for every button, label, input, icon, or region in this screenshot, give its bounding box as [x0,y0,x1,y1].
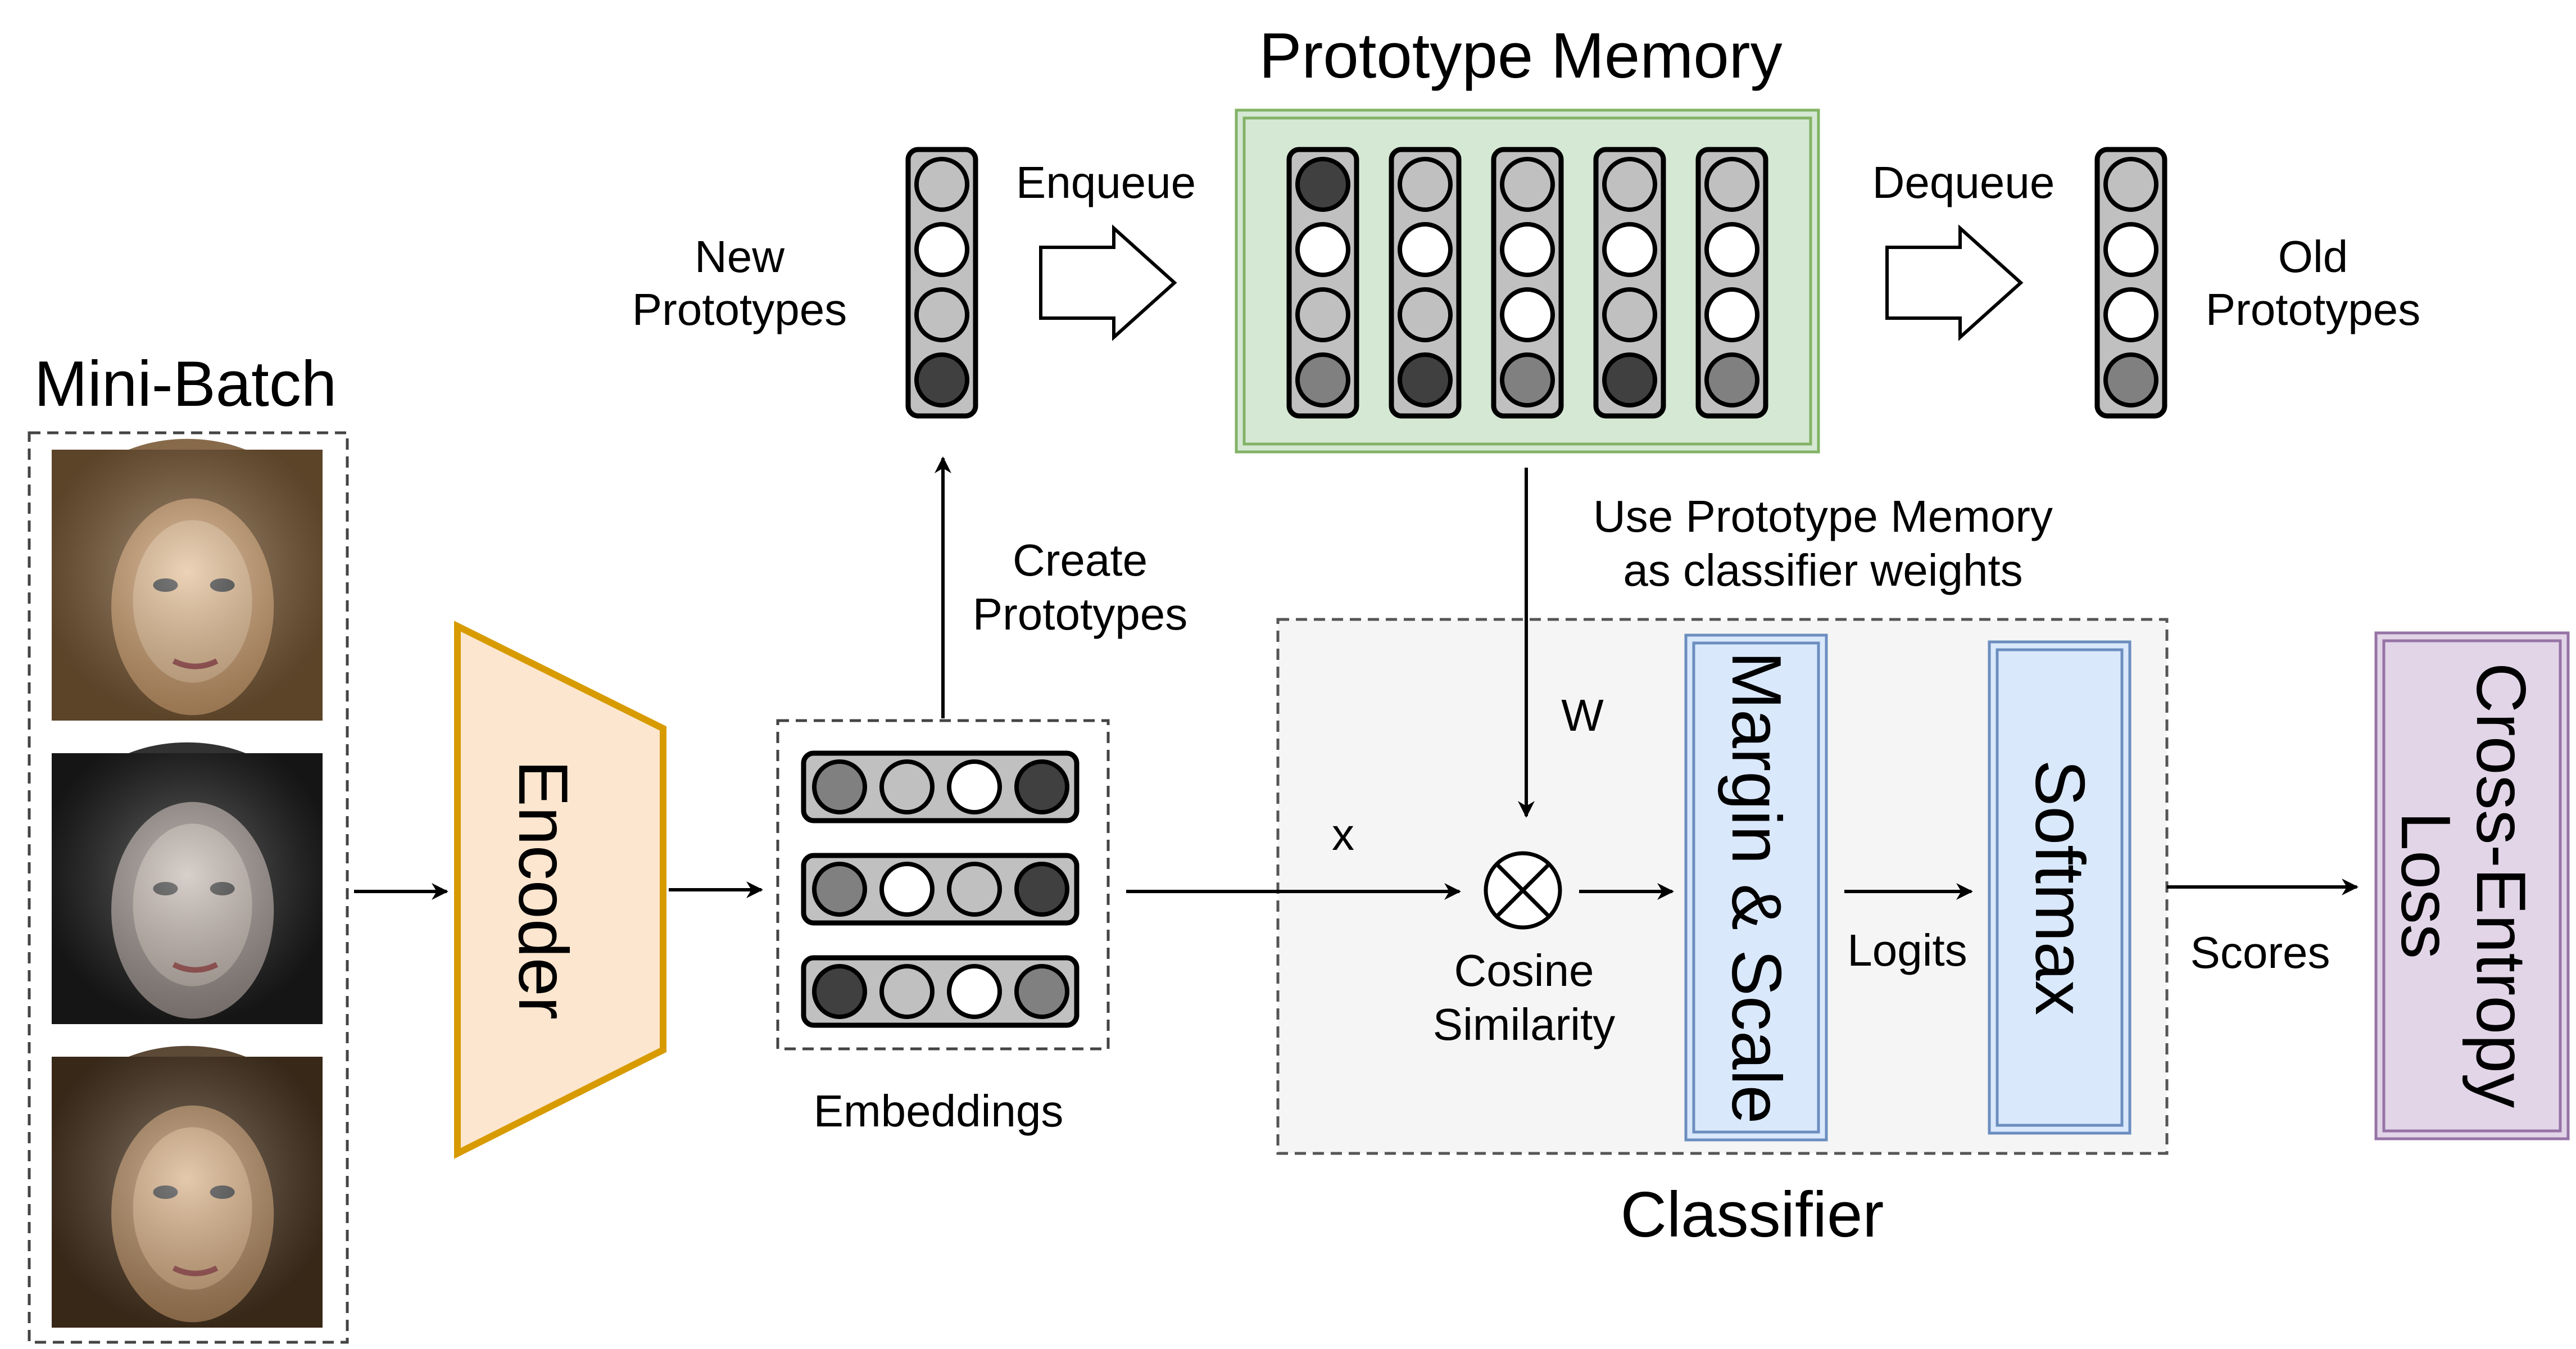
memory-prototype-cell [1602,157,1657,212]
face-3-image [52,1045,323,1328]
loss-line1: Cross-Entropy [2462,663,2539,1108]
old-prototypes-line1: Old [2278,232,2348,282]
memory-prototype-bar [1695,147,1768,419]
encoder-label: Encoder [504,760,582,1020]
operator-cross-2 [1495,862,1551,918]
memory-prototype-cell [1398,352,1453,408]
prototype-memory-title: Prototype Memory [1259,20,1782,92]
old-prototype-cell [2103,157,2158,212]
memory-prototype-cell [1295,352,1350,408]
mini-batch-label: Mini-Batch [34,348,337,420]
new-prototype-cell [914,222,969,277]
create-prototypes-line1: Create [1013,535,1148,585]
use-memory-line2: as classifier weights [1623,545,2022,595]
scores-label: Scores [2190,927,2330,977]
old-prototype-cell [2103,352,2158,408]
memory-prototype-cell [1704,157,1759,212]
embedding-cell [1014,759,1069,814]
face-1-image [52,438,323,721]
face-2-image [52,742,323,1024]
margin-scale-label: Margin & Scale [1717,651,1795,1124]
embeddings-box [776,719,1110,1051]
memory-prototype-cell [1295,157,1350,212]
cosine-line2: Similarity [1433,999,1615,1049]
embedding-cell [947,862,1002,917]
cosine-line1: Cosine [1454,945,1594,995]
dequeue-arrow [1885,224,2024,341]
memory-prototype-cell [1398,222,1453,277]
new-prototypes-line2: Prototypes [632,284,847,334]
mini-batch-images [52,438,323,1328]
memory-prototype-cell [1295,222,1350,277]
x-label: x [1332,809,1354,859]
margin-scale-inner-border [1692,641,1820,1134]
prototype-memory-inner-border [1242,116,1812,446]
dequeue-label: Dequeue [1872,157,2055,207]
create-prototypes-line2: Prototypes [973,589,1187,639]
softmax-label: Softmax [2021,760,2098,1016]
embedding-bar [801,853,1080,926]
new-prototypes-line1: New [695,232,784,282]
w-label: W [1561,690,1604,740]
encoder-block [454,621,666,1159]
memory-prototype-cell [1500,157,1555,212]
old-prototype-cell [2103,287,2158,342]
embedding-cell [879,964,935,1019]
softmax-block [1988,640,2131,1135]
memory-prototype-cell [1602,222,1657,277]
prototype-memory-vectors [1286,147,1768,419]
embedding-vectors [801,750,1080,1028]
memory-prototype-cell [1500,222,1555,277]
memory-prototype-bar [1593,147,1666,419]
new-prototype-cell [914,352,969,408]
logits-label: Logits [1847,925,1967,975]
old-prototype-bar [2094,147,2167,419]
margin-scale-block [1684,633,1828,1142]
loss-inner-border [2382,639,2562,1133]
embedding-cell [947,964,1002,1019]
new-prototype-cell [914,157,969,212]
embedding-cell [879,862,935,917]
embedding-bar [801,955,1080,1028]
memory-prototype-bar [1389,147,1462,419]
memory-prototype-cell [1398,157,1453,212]
embeddings-label: Embeddings [814,1086,1064,1136]
embedding-cell [812,964,867,1019]
embedding-cell [1014,862,1069,917]
new-prototypes-vector [905,147,978,419]
memory-prototype-cell [1295,287,1350,342]
old-prototype-cell [2103,222,2158,277]
old-prototypes-line2: Prototypes [2206,284,2420,334]
enqueue-arrow [1039,224,1177,341]
memory-prototype-bar [1286,147,1359,419]
memory-prototype-cell [1704,352,1759,408]
loss-line2: Loss [2387,812,2464,959]
enqueue-label: Enqueue [1016,157,1196,207]
old-prototypes-vector [2094,147,2167,419]
memory-prototype-bar [1491,147,1564,419]
loss-block [2374,631,2570,1140]
memory-prototype-cell [1704,287,1759,342]
embedding-cell [812,862,867,917]
embedding-cell [1014,964,1069,1019]
use-memory-line1: Use Prototype Memory [1593,491,2053,541]
embedding-bar [801,750,1080,823]
softmax-inner-border [1996,648,2124,1127]
memory-prototype-cell [1602,352,1657,408]
memory-prototype-cell [1500,352,1555,408]
mini-batch-box [28,431,349,1344]
embedding-cell [812,759,867,814]
memory-prototype-cell [1704,222,1759,277]
new-prototype-cell [914,287,969,342]
embedding-cell [947,759,1002,814]
new-prototype-bar [905,147,978,419]
embedding-cell [879,759,935,814]
memory-prototype-cell [1602,287,1657,342]
classifier-label: Classifier [1621,1179,1884,1251]
memory-prototype-cell [1398,287,1453,342]
memory-prototype-cell [1500,287,1555,342]
